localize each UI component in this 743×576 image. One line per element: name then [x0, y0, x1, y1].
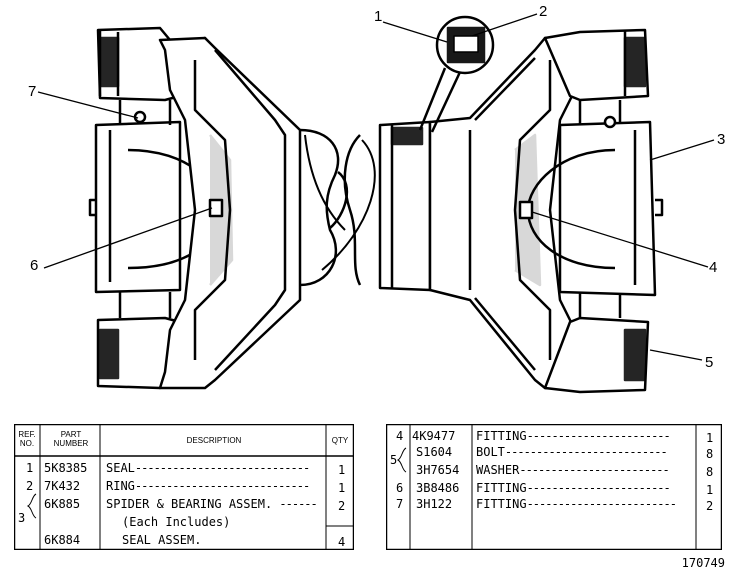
- left-yoke-assembly: [88, 26, 349, 390]
- header-ref-no: REF. NO.: [18, 430, 36, 449]
- row1-desc: SEAL----------------------------: [106, 461, 310, 475]
- header-qty: QTY: [331, 436, 349, 445]
- rrow4-ref: 6: [396, 481, 404, 495]
- header-description: DESCRIPTION: [186, 436, 242, 445]
- row3-part: 6K885: [44, 497, 81, 511]
- rrow5-desc: FITTING------------------------: [476, 497, 677, 511]
- row1-ref: 1: [26, 461, 34, 475]
- header-part-number: PART NUMBER: [53, 430, 89, 449]
- rrow1-qty: 1: [706, 431, 714, 445]
- row2-qty: 1: [338, 481, 346, 495]
- callout-3: 3: [717, 131, 726, 148]
- callout-6: 6: [30, 257, 39, 274]
- table-left-grid: [14, 424, 354, 550]
- row2-desc: RING----------------------------: [106, 479, 310, 493]
- row1-part: 5K8385: [44, 461, 88, 475]
- table-right-grid: [386, 424, 722, 550]
- rrow1-part: 4K9477: [412, 429, 456, 443]
- rrow3-qty: 8: [706, 465, 714, 479]
- row3-ref: 3: [18, 511, 26, 525]
- callout-7: 7: [28, 83, 37, 100]
- row3-desc: SPIDER & BEARING ASSEM. ------: [106, 497, 318, 511]
- callout-1: 1: [374, 8, 383, 25]
- universal-joint-drawing: [37, 13, 715, 394]
- drawing-number: 170749: [681, 556, 725, 570]
- rrow2-part: S1604: [416, 445, 453, 459]
- rrow1-ref: 4: [396, 429, 404, 443]
- right-yoke-assembly: [321, 28, 664, 394]
- rrow2-desc: BOLT--------------------------: [476, 445, 668, 459]
- rrow4-part: 3B8486: [416, 481, 460, 495]
- callout-5: 5: [705, 354, 714, 371]
- callout-4: 4: [709, 259, 718, 276]
- rrow5-part: 3H122: [416, 497, 453, 511]
- leader-lines: [37, 13, 715, 361]
- rrow5-qty: 2: [706, 499, 714, 513]
- rrow3-desc: WASHER------------------------: [476, 463, 670, 477]
- rrow1-desc: FITTING-----------------------: [476, 429, 671, 443]
- row4-desc: (Each Includes): [122, 515, 231, 529]
- rrow4-desc: FITTING-----------------------: [476, 481, 671, 495]
- row2-ref: 2: [26, 479, 34, 493]
- callout-2: 2: [539, 3, 548, 20]
- row5-qty: 4: [338, 535, 346, 549]
- row5-part: 6K884: [44, 533, 81, 547]
- row1-qty: 1: [338, 463, 346, 477]
- rrow2-qty: 8: [706, 447, 714, 461]
- rrow5-ref: 7: [396, 497, 404, 511]
- parts-table-right: 4 4K9477 FITTING----------------------- …: [386, 424, 722, 550]
- rrow3-part: 3H7654: [416, 463, 460, 477]
- row3-qty: 2: [338, 499, 346, 513]
- rrow4-qty: 1: [706, 483, 714, 497]
- row2-part: 7K432: [44, 479, 81, 493]
- rrow2-ref: 5: [390, 453, 398, 467]
- parts-table-left: REF. NO. PART NUMBER DESCRIPTION QTY 1 5…: [14, 424, 354, 550]
- row5-desc: SEAL ASSEM.: [122, 533, 202, 547]
